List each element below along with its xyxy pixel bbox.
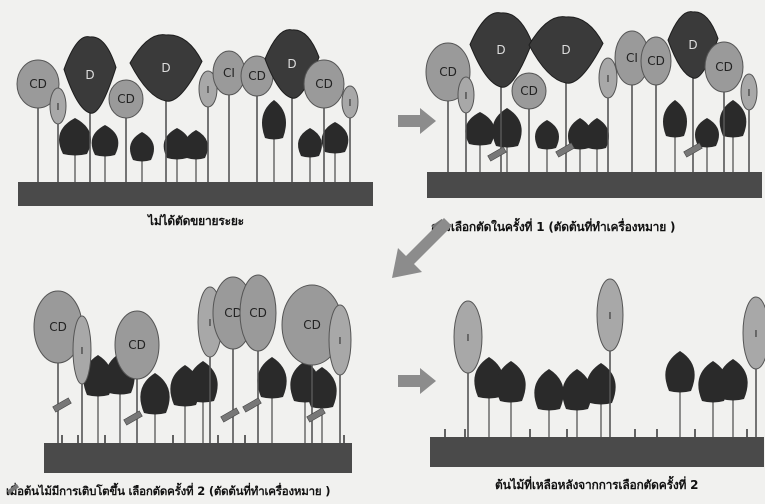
panel-first-thinning-caption: การเลือกตัดในครั้งที่ 1 (ตัดต้นที่ทำเครื…	[431, 218, 675, 237]
tree-label: I	[81, 346, 84, 357]
panel-uncut-caption: ไม่ได้ตัดขยายระยะ	[148, 212, 244, 231]
sapling-crown	[130, 132, 154, 162]
sapling-crown	[465, 112, 494, 146]
sapling-crown	[298, 128, 322, 158]
sapling-crown	[534, 369, 563, 411]
sapling-crown	[492, 108, 521, 148]
cut-marker	[53, 398, 72, 412]
panel-second-thinning-close-paren: )	[325, 484, 330, 498]
sapling-crown	[140, 373, 169, 415]
tree-label: I	[607, 74, 610, 85]
panel-first-thinning-illustration: CD I D CD D I CI CD D CD I	[425, 0, 765, 235]
panel-second-thinning-text: เมื่อต้นไม้มีการเติบโตขึ้น เลือกตัดครั้ง…	[6, 484, 321, 498]
tree-label: CD	[303, 318, 321, 332]
tree-label: CD	[647, 54, 665, 68]
sapling-crown	[59, 118, 91, 156]
sapling-crown	[586, 363, 615, 405]
ground-strip	[18, 182, 373, 206]
sapling-crown	[585, 118, 609, 150]
tree-label: I	[609, 311, 612, 322]
tree-label: CD	[29, 77, 47, 91]
tree-label: CD	[315, 77, 333, 91]
tree-label: I	[467, 333, 470, 344]
panel-second-thinning: CD I CD I CD CD CD I เมื่อต้นไม้มีการเติบโตขึ้น…	[0, 265, 380, 504]
tree-label: CD	[520, 84, 538, 98]
panel-first-thinning-text: การเลือกตัดในครั้งที่ 1 (ตัดต้นที่ทำเครื…	[431, 220, 666, 234]
tree-label: I	[755, 329, 758, 340]
tree-label: D	[496, 43, 505, 57]
tree-label: D	[161, 61, 170, 75]
cut-marker	[221, 408, 240, 422]
tree-label: D	[561, 43, 570, 57]
tree-label: CD	[715, 60, 733, 74]
cut-marker	[556, 143, 575, 157]
sapling-crown	[262, 100, 286, 140]
panel-first-thinning: CD I D CD D I CI CD D CD I การเลือกตัดในครั้งที่ 1…	[425, 0, 765, 235]
sapling-crown	[92, 125, 119, 157]
sapling-crown	[188, 361, 217, 403]
cut-marker	[488, 147, 507, 161]
sapling-crown	[322, 122, 349, 154]
sapling-crown	[257, 357, 286, 399]
ground-strip	[44, 443, 352, 473]
tree-label: CD	[249, 306, 267, 320]
tree-label: CI	[223, 66, 235, 80]
sapling-crown	[184, 130, 208, 160]
tree-label: I	[207, 85, 210, 96]
tree-label: I	[748, 88, 751, 99]
sapling-crown	[665, 351, 694, 393]
panel-remaining-trees: I I I ต้นไม้ที่เหลือหลังจากการเลือกตัดครั้…	[425, 265, 765, 504]
sapling-crown	[535, 120, 559, 150]
ground-strip	[427, 172, 762, 198]
tree-label: D	[688, 38, 697, 52]
cut-marker	[124, 411, 143, 425]
panel-first-thinning-close-paren: )	[670, 220, 675, 234]
tree-label: D	[85, 68, 94, 82]
tree-label: I	[349, 98, 352, 109]
panel-uncut-illustration: CD I D CD D I CI CD D CD I	[0, 0, 380, 235]
panel-remaining-trees-illustration: I I I	[425, 265, 765, 504]
tree-label: I	[209, 318, 212, 329]
tree-label: I	[339, 336, 342, 347]
tree-label: D	[287, 57, 296, 71]
panel-second-thinning-caption: เมื่อต้นไม้มีการเติบโตขึ้น เลือกตัดครั้ง…	[6, 483, 330, 501]
marker-icon	[6, 483, 20, 495]
tree-label: I	[465, 91, 468, 102]
tree-label: CD	[224, 306, 242, 320]
tree-label: CD	[49, 320, 67, 334]
sapling-crown	[718, 359, 747, 401]
tree-label: I	[57, 102, 60, 113]
panel-remaining-trees-caption: ต้นไม้ที่เหลือหลังจากการเลือกตัดครั้งที่…	[495, 476, 698, 495]
tree-label: CD	[248, 69, 266, 83]
tree-label: CD	[128, 338, 146, 352]
panel-second-thinning-illustration: CD I CD I CD CD CD I	[0, 265, 380, 504]
tree-label: CD	[117, 92, 135, 106]
sapling-crown	[663, 100, 687, 138]
tree-label: CD	[439, 65, 457, 79]
ground-strip	[430, 437, 764, 467]
tree-label: CI	[626, 51, 638, 65]
panel-uncut: CD I D CD D I CI CD D CD I ไม่ได้ตัดขยายระยะ	[0, 0, 380, 235]
sapling-crown	[496, 361, 525, 403]
